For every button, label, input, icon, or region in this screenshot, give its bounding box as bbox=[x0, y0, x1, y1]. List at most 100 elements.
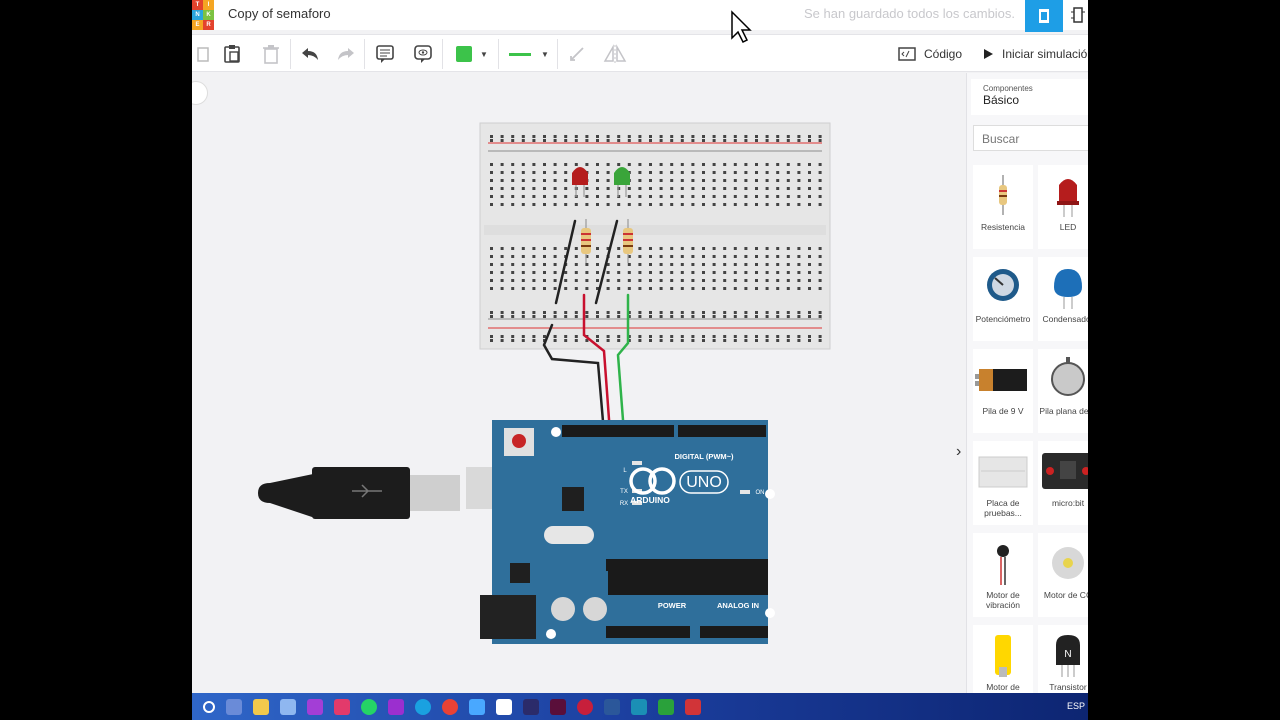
component-tile[interactable]: Pila plana de V bbox=[1038, 349, 1088, 433]
app-icon[interactable] bbox=[280, 698, 296, 715]
on-led-label: ON bbox=[756, 490, 765, 496]
app-icon[interactable] bbox=[469, 698, 485, 715]
component-tile-label: Motor de CC bbox=[1043, 590, 1088, 600]
component-tile[interactable]: Resistencia bbox=[973, 165, 1033, 249]
app-icon[interactable] bbox=[307, 698, 323, 715]
green-led[interactable] bbox=[614, 167, 630, 197]
breadboard-icon bbox=[973, 447, 1033, 495]
undo-icon[interactable] bbox=[297, 41, 323, 67]
chevron-down-icon: ▼ bbox=[480, 49, 488, 59]
language-indicator[interactable]: ESP bbox=[1067, 701, 1086, 711]
component-tile-label: micro:bit bbox=[1051, 498, 1085, 508]
delete-icon[interactable] bbox=[258, 41, 284, 67]
microbit-icon bbox=[1038, 447, 1088, 495]
red-led[interactable] bbox=[572, 167, 588, 197]
circuit-canvas[interactable]: UNO ARDUINO DIGITAL (PWM~) POWER ANALOG … bbox=[192, 73, 964, 693]
component-tile-label: Pila de 9 V bbox=[982, 406, 1024, 416]
component-tile-label: Pila plana de V bbox=[1039, 406, 1088, 416]
code-icon bbox=[898, 47, 916, 61]
components-category-value: Básico bbox=[983, 93, 1020, 107]
capacitor-icon bbox=[1038, 263, 1088, 311]
whatsapp-icon[interactable] bbox=[361, 698, 377, 715]
component-tile[interactable]: Potenciómetro bbox=[973, 257, 1033, 341]
word-icon[interactable] bbox=[604, 698, 620, 715]
toolbar: ▼ ▼ Código Iniciar simulación bbox=[192, 34, 1088, 72]
motor-icon bbox=[973, 631, 1033, 679]
breadboard[interactable] bbox=[479, 122, 831, 350]
component-tile[interactable]: Motor de CC bbox=[1038, 533, 1088, 617]
app-icon[interactable] bbox=[631, 698, 647, 715]
schematic-view-button[interactable] bbox=[1068, 0, 1088, 30]
circuit-icon bbox=[1039, 9, 1049, 23]
schematic-icon bbox=[1071, 7, 1085, 23]
fill-color-swatch bbox=[456, 46, 473, 62]
notes-icon[interactable] bbox=[372, 41, 398, 67]
start-simulation-label: Iniciar simulación bbox=[1002, 47, 1088, 61]
component-tile-label: Condensador bbox=[1042, 314, 1088, 324]
redo-icon[interactable] bbox=[333, 41, 359, 67]
arduino-uno[interactable]: UNO ARDUINO DIGITAL (PWM~) POWER ANALOG … bbox=[480, 420, 775, 644]
toggle-notes-icon[interactable] bbox=[410, 41, 436, 67]
component-tile[interactable]: LED bbox=[1038, 165, 1088, 249]
document-title[interactable]: Copy of semaforo bbox=[228, 6, 331, 21]
component-tile[interactable]: micro:bit bbox=[1038, 441, 1088, 525]
app-icon[interactable] bbox=[523, 698, 539, 715]
analog-header-label: ANALOG IN bbox=[717, 601, 759, 610]
component-tile[interactable]: Motor de vibración bbox=[973, 533, 1033, 617]
dc-motor-icon bbox=[1038, 539, 1088, 587]
app-icon[interactable] bbox=[658, 698, 674, 715]
task-view-icon[interactable] bbox=[226, 698, 242, 715]
component-tile[interactable]: Condensador bbox=[1038, 257, 1088, 341]
jumper-wires[interactable] bbox=[542, 219, 630, 435]
search-icon[interactable] bbox=[203, 700, 215, 713]
fill-color-picker[interactable]: ▼ bbox=[450, 41, 494, 67]
acrobat-icon[interactable] bbox=[550, 698, 566, 715]
battery-9v-icon bbox=[973, 355, 1033, 403]
resistor-1[interactable] bbox=[581, 219, 591, 263]
file-explorer-icon[interactable] bbox=[253, 698, 269, 715]
save-status-text: Se han guardado todos los cambios. bbox=[804, 6, 1016, 21]
component-tile[interactable]: Placa de pruebas... bbox=[973, 441, 1033, 525]
board-brand: ARDUINO bbox=[630, 495, 670, 505]
component-tile[interactable]: Pila de 9 V bbox=[973, 349, 1033, 433]
component-tile-label: Placa de pruebas... bbox=[984, 498, 1022, 518]
mouse-cursor-icon bbox=[731, 10, 752, 44]
coin-battery-icon bbox=[1038, 355, 1088, 403]
svg-text:N: N bbox=[1064, 649, 1071, 660]
components-caption: Componentes bbox=[983, 84, 1033, 93]
wire-color-swatch bbox=[509, 52, 532, 56]
l-led-label: L bbox=[623, 468, 627, 474]
resistor-2[interactable] bbox=[623, 219, 633, 263]
components-category-select[interactable]: Componentes Básico bbox=[971, 79, 1088, 115]
paste-icon[interactable] bbox=[219, 41, 245, 67]
circuit-view-button[interactable] bbox=[1025, 0, 1063, 32]
app-icon[interactable] bbox=[577, 698, 593, 715]
app-icon[interactable] bbox=[334, 698, 350, 715]
component-search-input[interactable]: Buscar bbox=[973, 125, 1088, 151]
wire-color-picker[interactable]: ▼ bbox=[504, 41, 554, 67]
component-tile-label: Potenciómetro bbox=[975, 314, 1031, 324]
component-tile-label: Resistencia bbox=[981, 222, 1025, 232]
code-button-label: Código bbox=[924, 47, 963, 61]
vibration-motor-icon bbox=[973, 539, 1033, 587]
led-icon bbox=[1038, 171, 1088, 219]
panel-collapse-chevron-icon[interactable]: › bbox=[956, 443, 962, 460]
component-tile-label: Motor de bbox=[986, 682, 1020, 692]
app-icon[interactable] bbox=[388, 698, 404, 715]
copy-icon[interactable] bbox=[192, 41, 216, 67]
chrome-icon[interactable] bbox=[442, 698, 458, 715]
rx-led-label: RX bbox=[620, 501, 628, 507]
start-simulation-button[interactable]: Iniciar simulación bbox=[982, 42, 1088, 66]
play-icon bbox=[984, 49, 993, 59]
component-tile-label: Transistor bbox=[1049, 682, 1087, 692]
edge-icon[interactable] bbox=[415, 698, 431, 715]
code-button[interactable]: Código bbox=[898, 42, 962, 66]
rotate-icon[interactable] bbox=[564, 41, 590, 67]
flip-icon[interactable] bbox=[602, 41, 628, 67]
component-tile-label: LED bbox=[1059, 222, 1077, 232]
store-icon[interactable] bbox=[496, 698, 512, 715]
app-icon[interactable] bbox=[685, 698, 701, 715]
